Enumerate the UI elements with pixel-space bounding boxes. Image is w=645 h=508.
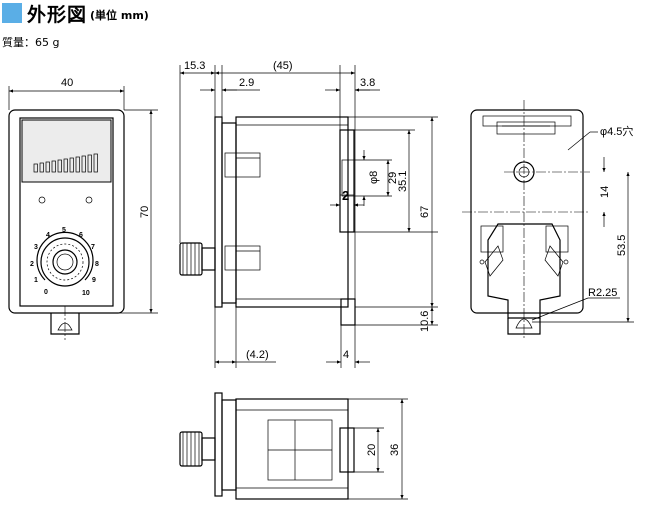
rear-bracket (487, 223, 561, 319)
scale-6: 6 (79, 232, 83, 239)
top-view: 20 36 (179, 392, 408, 500)
rear-dim-hole: φ4.5穴 (600, 124, 633, 138)
side-dim-45: (45) (273, 60, 293, 72)
rear-dim-53-5: 53.5 (616, 235, 628, 256)
front-knob-inner (56, 253, 74, 271)
side-body (235, 116, 349, 308)
side-dim-2: 2 (342, 188, 349, 203)
title-block: 外形図 (単位 mm) (0, 0, 149, 26)
side-dim-10-6: 10.6 (419, 311, 431, 332)
side-dim-phi8: φ8 (368, 171, 380, 184)
side-bottom-tab (340, 298, 356, 326)
side-dim-35-1: 35.1 (397, 171, 409, 192)
scale-1: 1 (34, 277, 38, 284)
front-led-right (85, 196, 93, 204)
front-body (8, 109, 125, 314)
scale-5: 5 (62, 227, 66, 234)
scale-3: 3 (34, 244, 38, 251)
side-dim-29: 29 (387, 172, 399, 184)
rear-dim-14: 14 (599, 186, 611, 198)
rear-view: φ4.5穴 14 53.5 R2.25 (462, 100, 634, 340)
top-body (235, 398, 349, 500)
side-dim-2-9: 2.9 (239, 77, 254, 89)
side-dim-15-3: 15.3 (184, 60, 205, 72)
scale-8: 8 (95, 261, 99, 268)
scale-4: 4 (46, 232, 50, 239)
title-accent-square (2, 3, 22, 23)
front-dim-height: 70 (139, 206, 151, 218)
scale-7: 7 (91, 244, 95, 251)
side-dim-4: 4 (343, 349, 349, 361)
scale-10: 10 (82, 290, 90, 297)
front-scale-numbers: 0 1 2 3 4 5 6 7 8 9 10 (30, 227, 99, 297)
front-bar-graph (33, 153, 98, 173)
rear-dim-r2-25: R2.25 (588, 287, 617, 299)
front-dial-ring (46, 243, 84, 281)
scale-0: 0 (44, 289, 48, 296)
front-dim-width: 40 (61, 77, 73, 89)
front-label-window (21, 119, 112, 183)
scale-2: 2 (30, 261, 34, 268)
title-accent-fill (2, 3, 22, 23)
mass-label: 質量：65 g (2, 36, 60, 49)
units-note: (単位 mm) (90, 9, 149, 22)
side-dim-3-8: 3.8 (360, 77, 375, 89)
front-scale-arc (36, 231, 94, 281)
front-dial-outer (40, 237, 90, 287)
top-dim-36: 36 (389, 444, 401, 456)
side-dim-67: 67 (419, 206, 431, 218)
page-title: 外形図 (27, 3, 88, 26)
front-led-left (38, 196, 46, 204)
front-view: 0 1 2 3 4 5 6 7 8 9 10 40 70 (8, 77, 158, 340)
side-bezel (221, 122, 237, 304)
scale-9: 9 (92, 277, 96, 284)
side-dim-4-2: (4.2) (246, 349, 269, 361)
rear-body (470, 109, 584, 314)
top-dim-20: 20 (366, 444, 378, 456)
side-view: 15.3 (45) 2.9 3.8 φ8 29 35.1 67 2 10.6 (179, 60, 438, 368)
front-knob (52, 249, 78, 275)
side-front-plate (214, 116, 223, 308)
front-panel (19, 117, 114, 307)
